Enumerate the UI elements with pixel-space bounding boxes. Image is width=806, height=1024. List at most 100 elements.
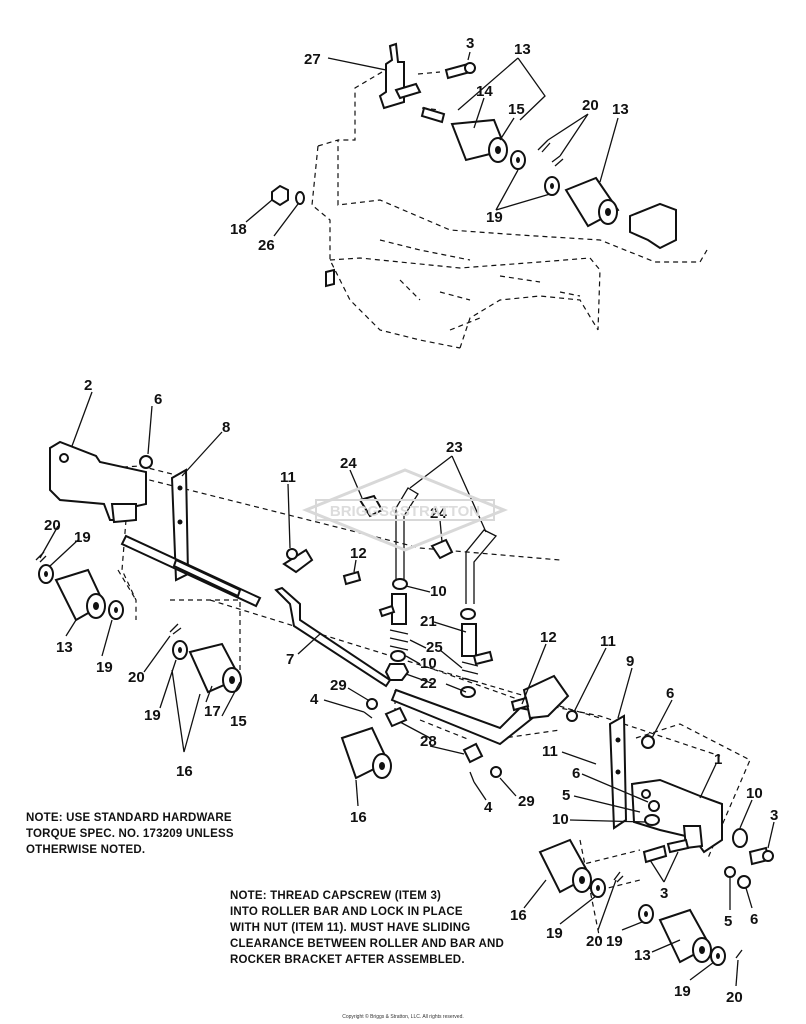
bracket-2-tab [110,503,137,524]
leader-19b [49,539,79,567]
leader-21 [433,621,467,633]
washer-10-d [460,686,476,698]
callout-4b: 4 [484,799,493,816]
roller-13-left-bore [93,602,99,610]
leader-16b [355,779,359,807]
washer-19-a-hole [516,157,520,163]
leader-20c [143,635,171,673]
callout-15a: 15 [508,101,525,118]
callout-29a: 29 [330,677,347,694]
leader-13c [65,619,77,637]
callout-13b: 13 [612,101,629,118]
nut-11-right [566,710,578,722]
washer-19-right-hole [596,885,600,891]
lower-assembly: 2 6 8 20 19 13 19 11 24 23 24 12 10 21 2… [35,377,778,1006]
right-bracket-top [629,202,677,250]
plate-8-hole-b [177,519,183,525]
leader-2 [71,391,93,447]
roller-bar-rod-upper [172,558,242,598]
cotter-pin-20-a [537,139,551,153]
leader-20b [39,525,59,559]
leader-19c [101,619,113,657]
leader-27 [327,57,387,71]
callout-1: 1 [714,751,722,768]
cotter-pin-4-right [469,771,475,783]
leader-16a [171,669,201,753]
roller-16-right-bore [579,876,585,884]
roller-13-top-bore [605,208,611,216]
top-assembly: 27 3 13 14 15 20 13 18 26 19 [230,35,708,349]
bracket-2-hole [59,453,69,463]
frame-outline [311,139,708,349]
callout-11c: 11 [542,743,558,760]
leader-17 [205,685,213,703]
leader-11c [561,751,597,765]
callout-7: 7 [286,651,294,668]
callout-8: 8 [222,419,230,436]
callout-26: 26 [258,237,275,254]
callout-20e: 20 [726,989,743,1006]
swivel-28-right [462,742,484,764]
hardware-torque-note: NOTE: USE STANDARD HARDWARE TORQUE SPEC.… [26,810,256,858]
lockwasher-5 [724,866,736,878]
callout-10b: 10 [420,655,437,672]
callout-25: 25 [426,639,443,656]
leader-22 [405,673,467,693]
washer-19-left-b-hole [114,607,118,613]
leader-6d [745,887,753,909]
callout-9: 9 [626,653,634,670]
cotter-pin-20-right [613,871,624,883]
frame-bolt-bottom [325,268,335,288]
washer-29-right [490,766,502,778]
leader-18 [245,199,273,223]
leader-12b [521,643,547,705]
callout-5a: 5 [562,787,570,804]
leader-10b [405,655,421,665]
cotter-pin-20-mid [169,623,182,635]
washer-19-bottom-b-hole [716,953,720,959]
callout-4a: 4 [310,691,319,708]
callout-14: 14 [476,83,493,100]
washer-19-mid-hole [178,647,182,653]
nut-22 [384,663,410,681]
callout-11b: 11 [600,633,616,650]
nut-11-left [286,548,298,560]
callout-20a: 20 [582,97,599,114]
callout-28: 28 [420,733,437,750]
callout-19f: 19 [606,933,623,950]
tube-21-right [461,623,477,657]
leader-24b [439,519,443,543]
callout-12b: 12 [540,629,557,646]
note1-line: NOTE: USE STANDARD HARDWARE [26,812,232,824]
bolt-12-right [510,696,530,712]
grip-24-right [430,538,454,560]
callout-27: 27 [304,51,321,68]
leader-10c [569,819,647,823]
cotter-pin-20-b [551,155,564,167]
callout-13a: 13 [514,41,531,58]
washer-10-e [644,814,660,826]
capscrew-3-head-right [762,850,774,862]
watermark-text: BRIGGS&STRATTON [330,503,480,520]
spring-rod-23-right [465,529,498,604]
leader-3c [649,851,679,883]
callout-20d: 20 [586,933,603,950]
leader-28 [399,721,465,755]
leader-4b [473,781,487,801]
callout-12a: 12 [350,545,367,562]
copyright-notice: Copyright © Briggs & Stratton, LLC. All … [342,1014,464,1020]
callout-17: 17 [204,703,221,720]
leader-25 [409,639,463,669]
callout-23: 23 [446,439,463,456]
spring-25-left [389,629,409,651]
bolt-guide-line [417,71,441,111]
callout-18: 18 [230,221,247,238]
nut-6-top [139,455,153,469]
note1-line: OTHERWISE NOTED. [26,844,146,856]
nut-18 [271,184,289,207]
plate-9-hole-b [615,769,621,775]
leader-19d [159,659,177,709]
leader-5a [573,795,641,813]
washer-10-b [390,650,406,662]
callout-6b: 6 [666,685,674,702]
